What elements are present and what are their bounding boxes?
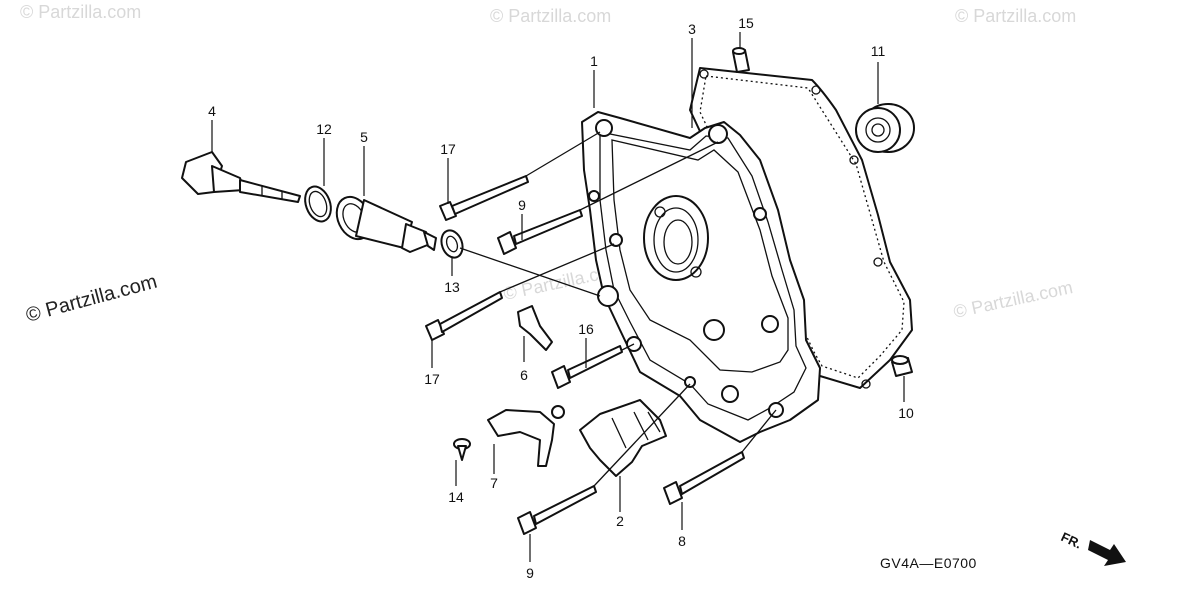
callout-9-lower: 9: [526, 565, 534, 581]
oil-filler-neck: [335, 195, 437, 253]
callout-5: 5: [360, 129, 368, 145]
bolt-9-upper: [497, 209, 583, 255]
callout-6: 6: [520, 367, 528, 383]
callout-17-upper: 17: [440, 141, 456, 157]
bracket-2: [579, 399, 667, 477]
callout-12: 12: [316, 121, 332, 137]
bolt-16: [551, 345, 623, 389]
watermark-top-left: © Partzilla.com: [20, 2, 141, 22]
dowel-pin-top: [732, 47, 750, 73]
bracket-6: [517, 305, 553, 351]
arrow-icon: [1088, 540, 1126, 566]
bolt-9-lower: [517, 485, 597, 535]
callout-11: 11: [871, 43, 886, 59]
front-indicator: FR.: [1059, 529, 1126, 566]
screw-14: [453, 438, 471, 461]
callout-labels: 1 2 3 4 5 6 7 8 9 9 10 11 12 13 14 15 16…: [208, 15, 914, 581]
callout-3: 3: [688, 21, 696, 37]
callout-13: 13: [444, 279, 460, 295]
watermark-top-center: © Partzilla.com: [490, 6, 611, 26]
right-crankcase-cover: [581, 111, 821, 443]
callout-4: 4: [208, 103, 216, 119]
callout-8: 8: [678, 533, 686, 549]
washer: [440, 229, 464, 259]
watermark-right: © Partzilla.com: [952, 277, 1075, 322]
callout-9-upper: 9: [518, 197, 526, 213]
callout-1: 1: [590, 53, 598, 69]
watermark-left: © Partzilla.com: [24, 271, 160, 327]
dowel-pin-bottom: [891, 355, 913, 377]
o-ring: [304, 185, 332, 223]
callout-10: 10: [898, 405, 914, 421]
callout-17-lower: 17: [424, 371, 440, 387]
callout-15: 15: [738, 15, 754, 31]
front-label: FR.: [1059, 529, 1084, 551]
bolt-17-upper: [439, 175, 529, 221]
bolt-17-lower: [425, 291, 503, 341]
callout-2: 2: [616, 513, 624, 529]
leader-lines: [211, 32, 905, 562]
oil-dipstick: [181, 151, 301, 203]
callout-7: 7: [490, 475, 498, 491]
diagram-code: GV4A—E0700: [880, 555, 977, 571]
callout-14: 14: [448, 489, 464, 505]
watermark-top-right: © Partzilla.com: [955, 6, 1076, 26]
bracket-7: [487, 405, 565, 467]
callout-16: 16: [578, 321, 594, 337]
bearing: [855, 103, 915, 153]
bolt-8: [663, 451, 745, 505]
